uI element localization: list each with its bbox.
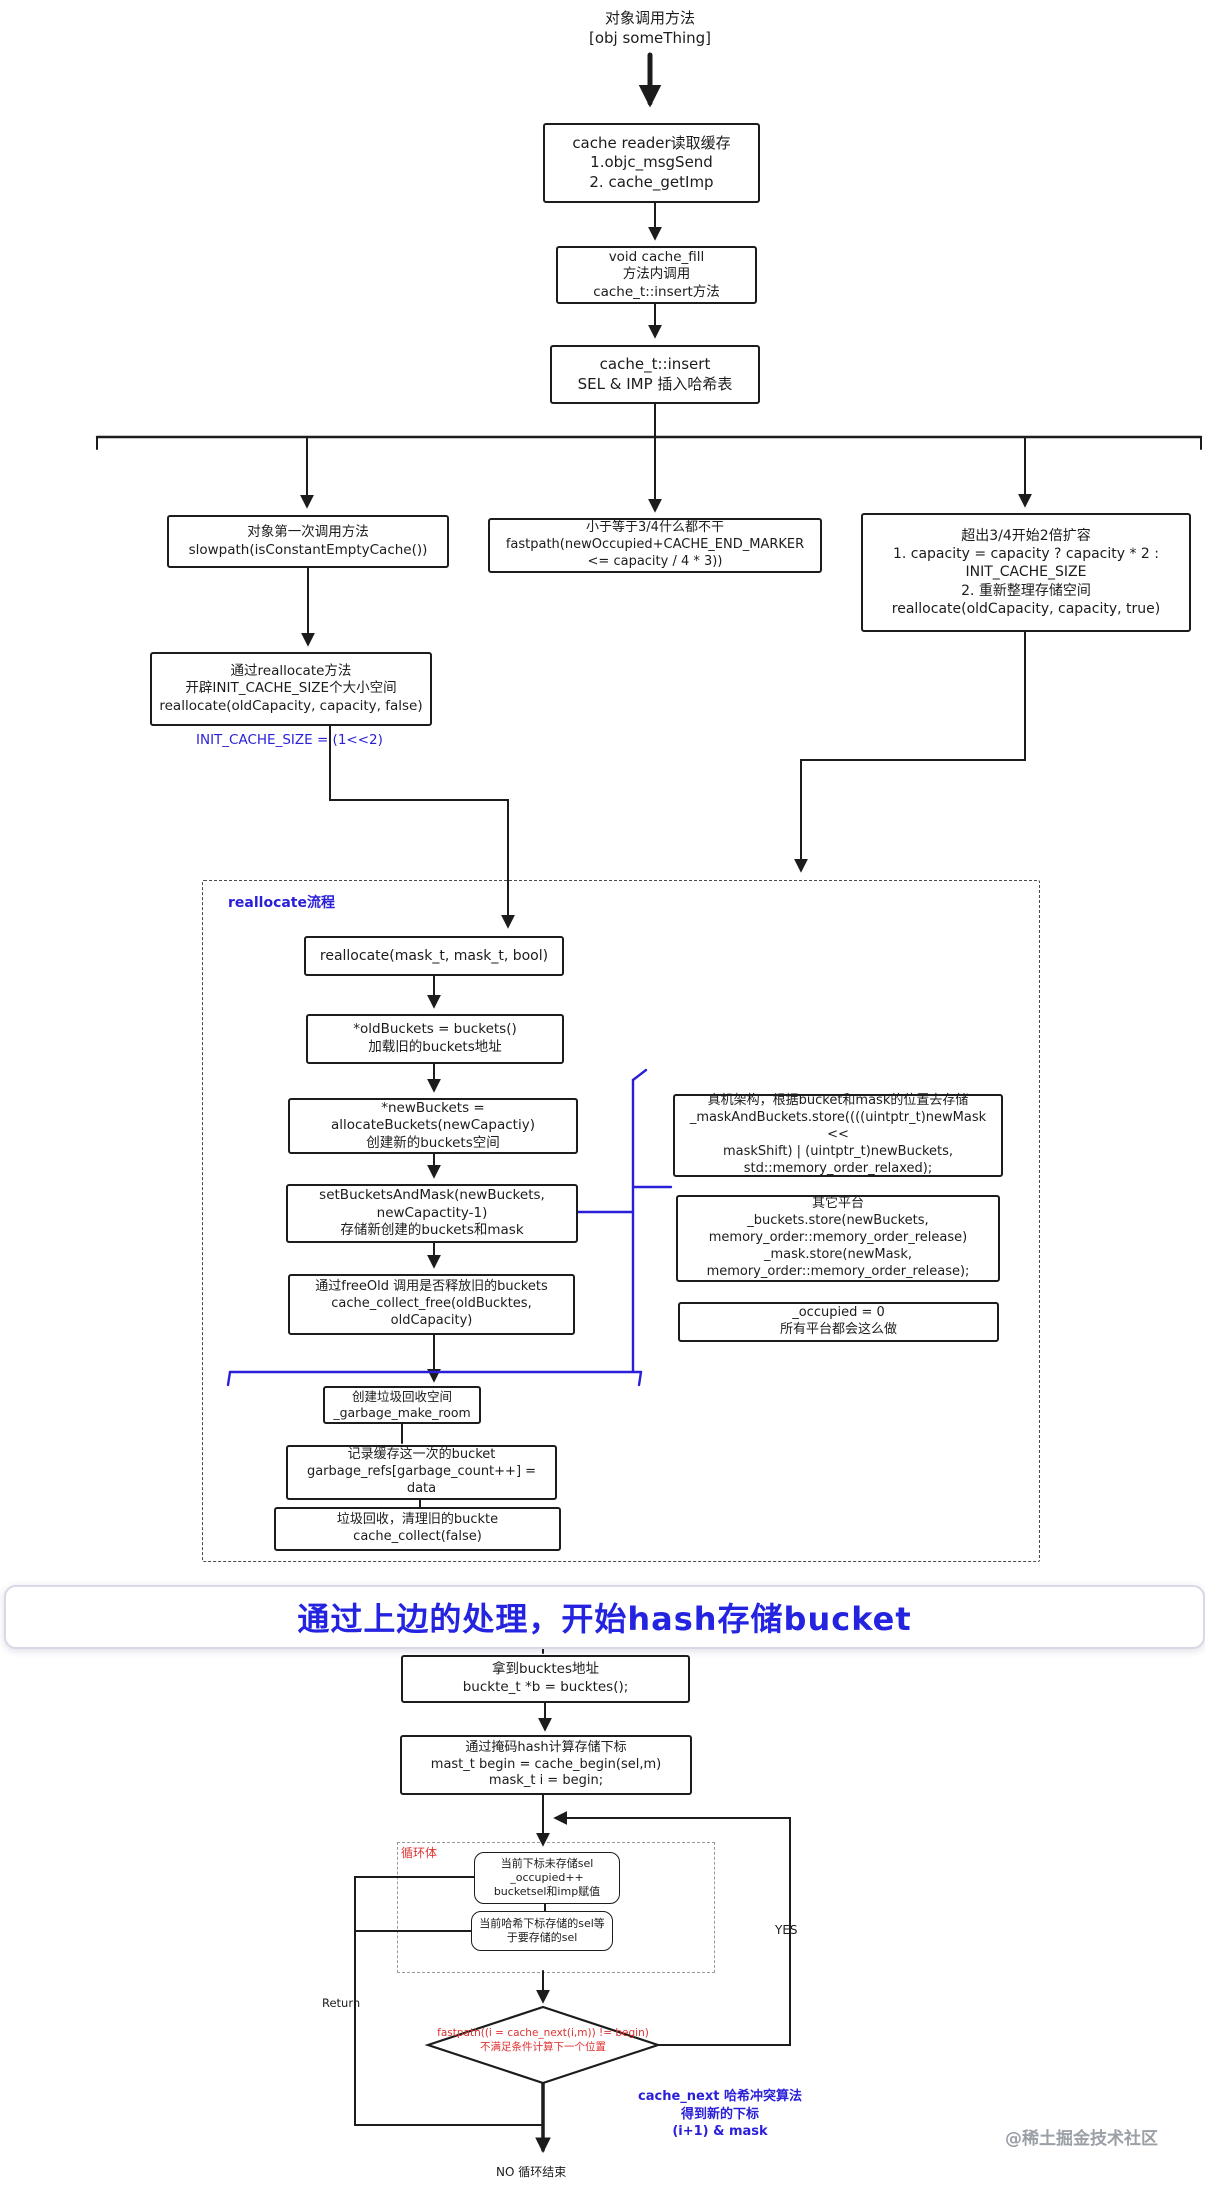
banner-hash-store: 通过上边的处理，开始hash存储bucket [4,1585,1205,1649]
node-le-three-quarters: 小于等于3/4什么都不干 fastpath(newOccupied+CACHE_… [488,518,822,573]
page-title: 对象调用方法 [obj someThing] [588,9,712,48]
node-get-buckets: 拿到bucktes地址 buckte_t *b = bucktes(); [401,1655,690,1703]
node-free-old: 通过freeOld 调用是否释放旧的buckets cache_collect_… [288,1274,575,1335]
node-alloc-new-buckets: *newBuckets = allocateBuckets(newCapacti… [288,1098,578,1154]
node-slot-match: 当前哈希下标存储的sel等 于要存储的sel [471,1911,613,1951]
node-cache-reader: cache reader读取缓存 1.objc_msgSend 2. cache… [543,123,760,203]
path-return [354,1876,542,2126]
path-expand-to-flow [794,631,1026,873]
node-reallocate-entry: 通过reallocate方法 开辟INIT_CACHE_SIZE个大小空间 re… [150,652,432,726]
node-garbage-refs: 记录缓存这一次的bucket garbage_refs[garbage_coun… [286,1445,557,1500]
node-cache-insert: cache_t::insert SEL & IMP 插入哈希表 [550,345,760,404]
path-reallocate-entry-to-flow [329,725,515,929]
node-reallocate-signature: reallocate(mask_t, mask_t, bool) [304,936,564,976]
reallocate-flow-region [202,880,1040,1562]
node-first-call: 对象第一次调用方法 slowpath(isConstantEmptyCache(… [167,515,449,568]
node-real-device-store: 真机架构，根据bucket和mask的位置去存储 _maskAndBuckets… [673,1093,1003,1177]
label-reallocate-flow: reallocate流程 [228,895,335,911]
label-no-loop-end: NO 循环结束 [496,2165,567,2179]
label-loop-body: 循环体 [401,1846,438,1860]
node-gt-three-quarters: 超出3/4开始2倍扩容 1. capacity = capacity ? cap… [861,513,1191,632]
node-cache-fill: void cache_fill 方法内调用 cache_t::insert方法 [556,246,757,304]
diamond-shape [424,2005,662,2085]
label-yes: YES [775,1923,798,1937]
node-load-old-buckets: *oldBuckets = buckets() 加载旧的buckets地址 [306,1014,564,1064]
loop-body-region [397,1842,715,1973]
watermark: @稀土掘金技术社区 [1005,2129,1158,2149]
node-calc-hash-index: 通过掩码hash计算存储下标 mast_t begin = cache_begi… [400,1735,692,1795]
blue-tick-left [226,1370,232,1387]
node-occupied-zero: _occupied = 0 所有平台都会这么做 [678,1302,999,1342]
note-cache-next: cache_next 哈希冲突算法 得到新的下标 (i+1) & mask [638,2089,802,2140]
node-cache-next-condition: fastpath((i = cache_next(i,m)) != begin)… [437,2027,649,2054]
node-other-platform-store: 其它平台 _buckets.store(newBuckets, memory_o… [676,1195,1000,1282]
path-yes-loopback [553,1811,791,2046]
node-garbage-make-room: 创建垃圾回收空间 _garbage_make_room [323,1386,481,1424]
node-set-buckets-mask: setBucketsAndMask(newBuckets, newCapacti… [286,1184,578,1243]
note-init-cache-size: INIT_CACHE_SIZE = (1<<2) [196,732,383,748]
label-return: Return [322,1996,361,2010]
node-garbage-collect: 垃圾回收，清理旧的buckte cache_collect(false) [274,1507,561,1551]
blue-tick-right [637,1370,643,1387]
blue-hook [631,1068,648,1082]
node-slot-empty: 当前下标未存储sel _occupied++ bucketsel和imp赋值 [474,1852,620,1904]
